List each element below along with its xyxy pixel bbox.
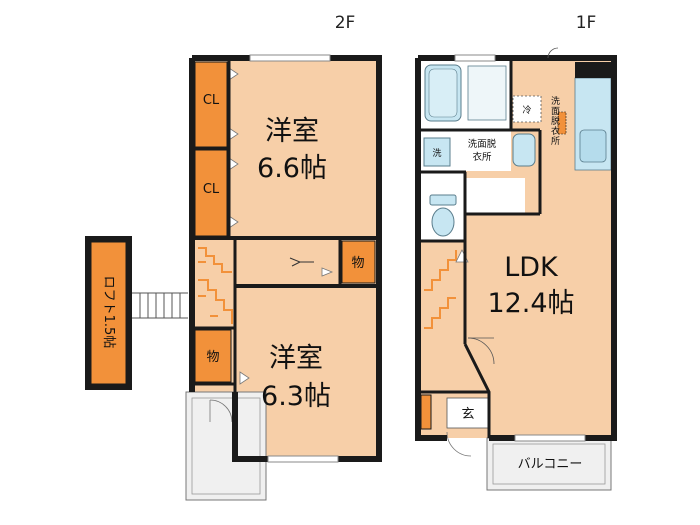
entrance-box: [446, 397, 490, 429]
loft-text: ロフト1.5帖: [101, 276, 116, 349]
loft-fill: [90, 241, 127, 385]
loft-label: ロフト1.5帖: [101, 276, 116, 349]
kitchen-hood: [575, 62, 611, 78]
toilet-bowl: [431, 207, 455, 237]
side-storage: [557, 111, 567, 135]
svg-text:所: 所: [551, 136, 560, 147]
stairs-2f-steps: [198, 247, 233, 324]
washer-label: 洗: [432, 147, 441, 159]
wash-basin: [512, 133, 536, 167]
washer-box: [423, 137, 451, 167]
storage-right-label: 物: [351, 256, 364, 271]
toilet-tank: [429, 194, 457, 206]
bedroom-bottom-name: 洋室: [269, 343, 323, 374]
closet-mid: [194, 149, 228, 237]
balcony-1f-inner: [492, 443, 606, 485]
floor-2f-windows: [249, 54, 339, 463]
storage-left-label: 物: [206, 350, 219, 365]
washroom-label-2: 衣所: [472, 151, 492, 163]
balcony-2f-inner: [191, 397, 261, 495]
entrance-door-arc: [446, 431, 472, 457]
bedroom-top-name: 洋室: [265, 116, 319, 147]
shoe-storage: [420, 394, 432, 430]
shower-area: [467, 65, 507, 121]
balcony-label: バルコニー: [518, 457, 583, 472]
bedroom-bottom-size: 6.3帖: [261, 381, 331, 412]
bedroom-bottom-door-marker: [239, 371, 250, 385]
closet-top-label: CL: [203, 93, 220, 108]
side-washroom-label: 洗 面 脱 衣 所: [551, 95, 560, 147]
stairs-2f: [195, 240, 235, 328]
storage-door-marker: [321, 267, 334, 277]
bathtub-inner: [428, 68, 458, 118]
svg-text:面: 面: [551, 106, 560, 117]
washroom-label-1: 洗面脱: [468, 138, 497, 150]
svg-text:洗: 洗: [551, 95, 560, 107]
closet-mid-label: CL: [203, 182, 220, 197]
back-door-arc: [547, 47, 559, 59]
floor-1f-windows: [454, 54, 586, 442]
storage-left: [194, 329, 232, 383]
stairs-1f-steps: [424, 250, 457, 329]
floor-label-2f: 2F: [335, 13, 356, 33]
floor-label-1f: 1F: [576, 13, 597, 33]
loft-ladder: [132, 292, 188, 319]
fridge-box: [512, 95, 542, 123]
floor-2f: ロフト1.5帖 CL CL: [85, 54, 382, 501]
ldk-size: 12.4帖: [487, 288, 574, 319]
kitchen-sink: [579, 129, 607, 163]
balcony-2f-door-arc: [209, 399, 233, 423]
svg-text:脱: 脱: [551, 115, 560, 127]
storage-right: [341, 240, 376, 284]
ldk-name: LDK: [504, 252, 559, 283]
entrance-label: 玄: [461, 407, 474, 422]
hall-white: [465, 178, 525, 214]
bedroom-top-size: 6.6帖: [257, 153, 327, 184]
fridge-label: 冷: [522, 104, 531, 116]
floor-1f: 洗 洗面脱 衣所 冷 洗 面 脱 衣 所 玄: [415, 47, 617, 491]
balcony-1f: [486, 437, 612, 491]
svg-text:衣: 衣: [551, 125, 560, 137]
balcony-2f: [185, 391, 267, 501]
